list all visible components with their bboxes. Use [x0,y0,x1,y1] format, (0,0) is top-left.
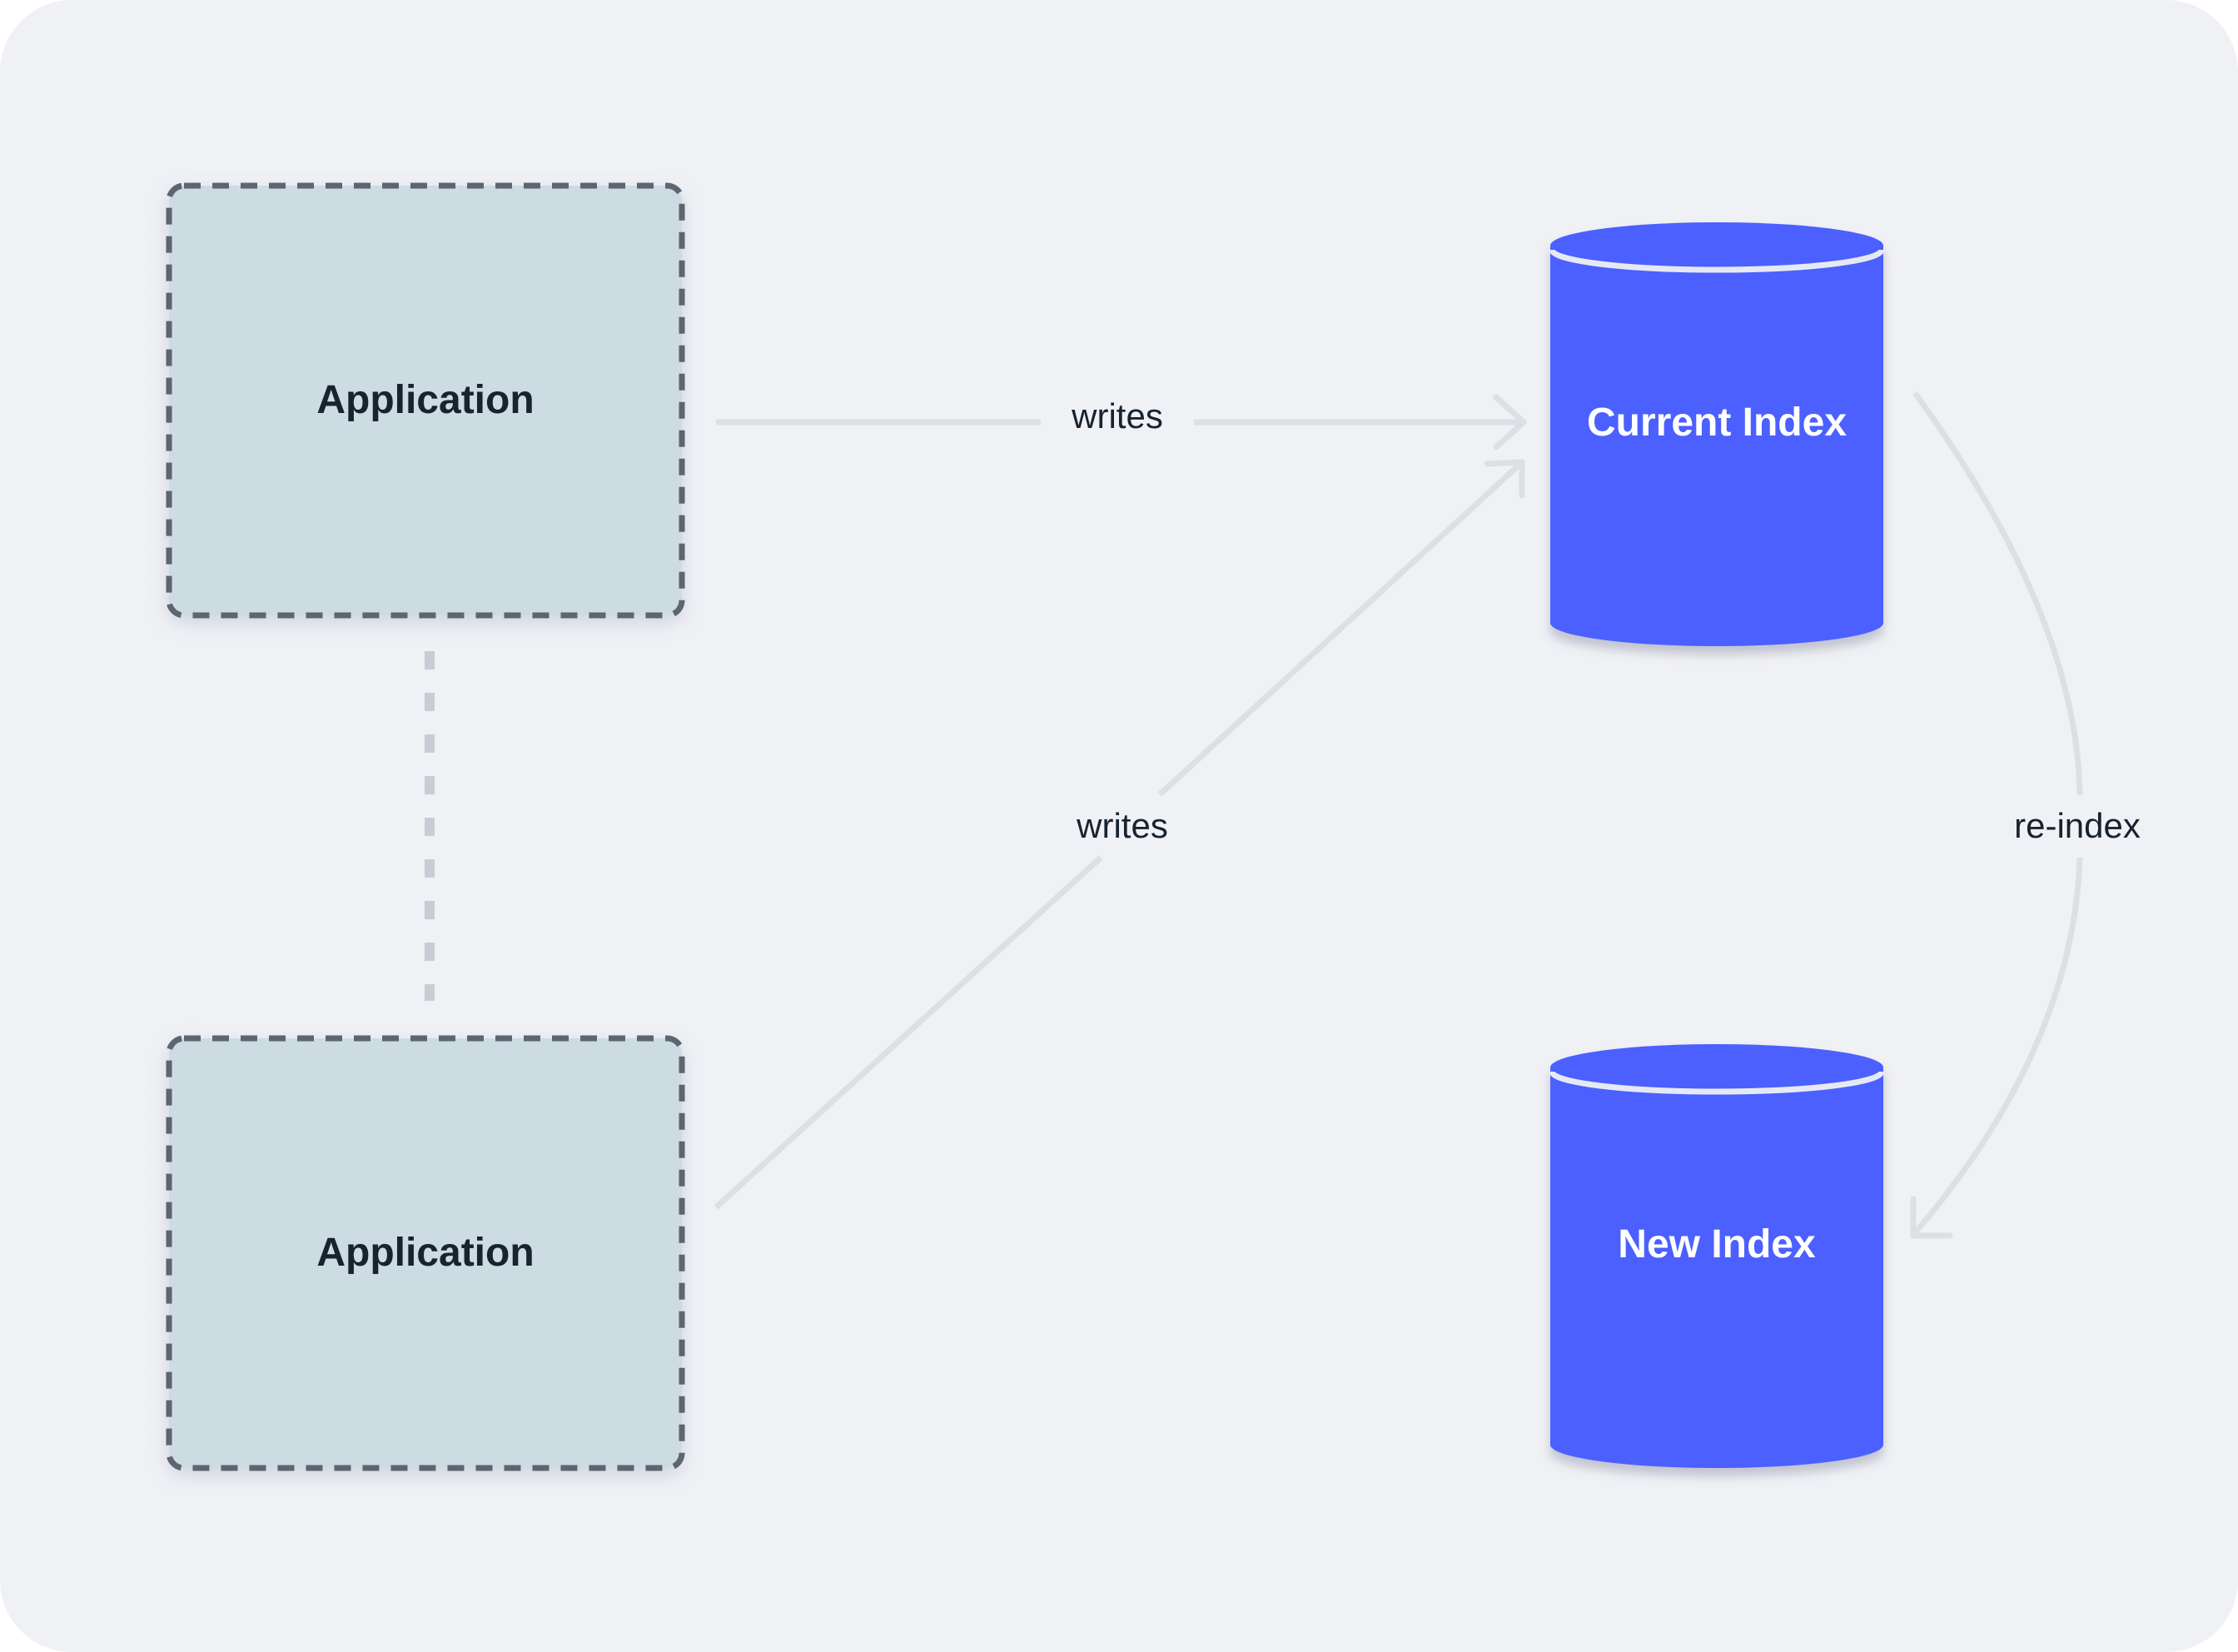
arrowhead-bottom-writes [1484,459,1525,499]
edge-label-bottom-writes: writes [1076,806,1168,845]
arrowhead-top-writes [1493,394,1527,450]
database-current-index[interactable]: Current Index [1549,222,1885,646]
database-new-index[interactable]: New Index [1549,1044,1885,1468]
arrowhead-reindex [1910,1196,1953,1239]
edge-label-top-writes: writes [1071,396,1163,435]
edge-bottom-writes: writes [714,459,1525,1210]
application-box-bottom[interactable]: Application [166,1035,685,1471]
database-new-index-label: New Index [1618,1222,1816,1266]
edge-top-writes: writes [716,394,1527,450]
application-bottom-label: Application [316,1231,534,1275]
application-box-top[interactable]: Application [166,182,685,619]
edge-reindex: re-index [1910,391,2141,1239]
database-current-index-label: Current Index [1587,401,1847,445]
application-top-label: Application [316,378,534,422]
edge-label-reindex: re-index [2014,806,2141,845]
